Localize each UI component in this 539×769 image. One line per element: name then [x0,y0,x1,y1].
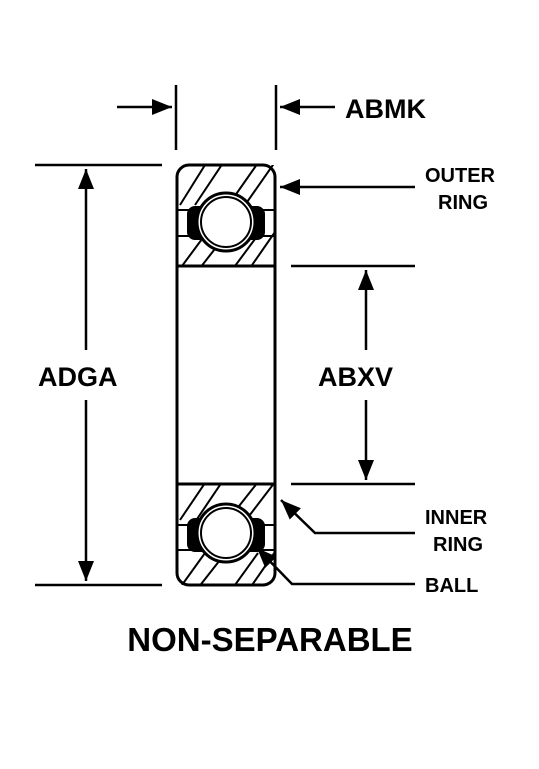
inner-ring-callout: INNER RING [280,499,488,556]
outer-ring-label-1: OUTER [425,165,496,187]
bearing-section [175,163,277,587]
inner-ring-label-2: RING [433,534,483,556]
width-label: ABMK [345,94,426,124]
width-dimension: ABMK [117,85,426,150]
top-ball [187,191,265,253]
outer-ring-callout: OUTER RING [280,165,496,214]
ball-callout: BALL [256,547,478,597]
bottom-ball [187,502,265,564]
outer-diameter-dimension: ADGA [35,163,162,587]
outer-ring-label-2: RING [438,192,488,214]
ball-label: BALL [425,575,478,597]
diagram-title: NON-SEPARABLE [127,621,412,658]
bearing-outline [175,163,277,587]
bore-dimension: ABXV [291,264,415,486]
bore-label: ABXV [318,362,393,392]
inner-ring-label-1: INNER [425,507,488,529]
outer-diameter-label: ADGA [38,362,118,392]
